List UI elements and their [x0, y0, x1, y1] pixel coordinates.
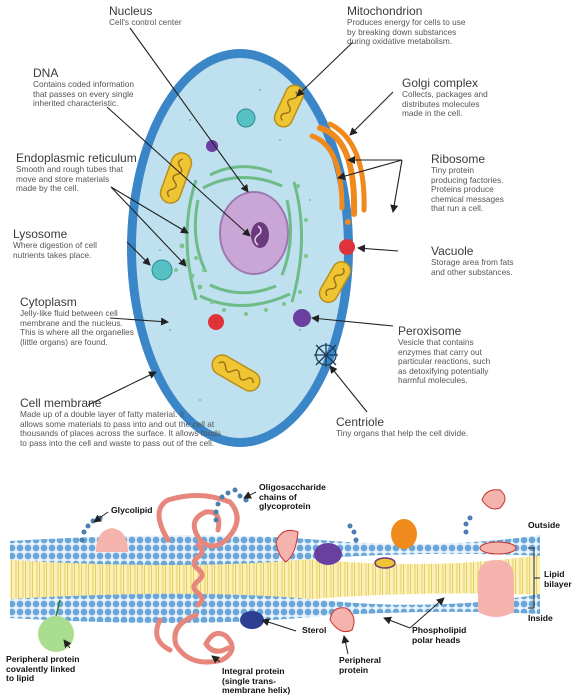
- outside-disc: [480, 542, 516, 554]
- membrane-desc: Made up of a double layer of fatty mater…: [20, 410, 221, 448]
- label-golgi: Golgi complex Collects, packages and dis…: [402, 77, 488, 119]
- label-outside: Outside: [528, 521, 560, 531]
- inside-protein-blue: [240, 611, 264, 629]
- peroxisome: [293, 309, 311, 327]
- label-lysosome: Lysosome Where digestion of cell nutrien…: [13, 228, 97, 260]
- bilayer-lower-heads: [10, 594, 540, 623]
- label-lipid-bilayer: Lipid bilayer: [544, 570, 572, 589]
- label-phospholipid: Phospholipid polar heads: [412, 626, 466, 645]
- mitochondrion-desc: Produces energy for cells to use by brea…: [347, 18, 466, 47]
- vacuole: [339, 239, 355, 255]
- lysosome-small: [237, 109, 255, 127]
- label-cell-membrane: Cell membrane Made up of a double layer …: [20, 397, 221, 448]
- lysosome-desc: Where digestion of cell nutrients takes …: [13, 241, 97, 260]
- label-dna: DNA Contains coded information that pass…: [33, 67, 134, 109]
- label-cytoplasm: Cytoplasm Jelly-like fluid between cell …: [20, 296, 134, 347]
- label-mitochondrion: Mitochondrion Produces energy for cells …: [347, 5, 466, 47]
- surface-protein-orange: [391, 519, 417, 549]
- bilayer-upper-heads: [10, 535, 540, 565]
- label-integral-protein: Integral protein (single trans- membrane…: [222, 667, 290, 696]
- label-er: Endoplasmic reticulum Smooth and rough t…: [16, 152, 137, 194]
- peripheral-protein-inside: [330, 608, 354, 632]
- nucleus-desc: Cell's control center: [109, 18, 182, 28]
- label-peripheral-protein-lipid: Peripheral protein covalently linked to …: [6, 655, 80, 684]
- nucleolus: [251, 222, 269, 248]
- vacuole-desc: Storage area from fats and other substan…: [431, 258, 514, 277]
- label-ribosome: Ribosome Tiny protein producing factorie…: [431, 153, 504, 214]
- label-glycolipid: Glycolipid: [111, 506, 153, 516]
- cytoplasm-desc: Jelly-like fluid between cell membrane a…: [20, 309, 134, 347]
- animal-cell: [127, 49, 364, 447]
- label-sterol: Sterol: [302, 626, 326, 636]
- label-vacuole: Vacuole Storage area from fats and other…: [431, 245, 514, 277]
- lysosome: [152, 260, 172, 280]
- floating-protein: [482, 490, 505, 509]
- ribosome-desc: Tiny protein producing factories. Protei…: [431, 166, 504, 214]
- label-centriole: Centriole Tiny organs that help the cell…: [336, 416, 468, 439]
- surface-protein-purple: [314, 543, 342, 565]
- centriole-desc: Tiny organs that help the cell divide.: [336, 429, 468, 439]
- label-peripheral-protein: Peripheral protein: [339, 656, 381, 675]
- golgi-desc: Collects, packages and distributes molec…: [402, 90, 488, 119]
- label-inside: Inside: [528, 614, 553, 624]
- er-desc: Smooth and rough tubes that move and sto…: [16, 165, 137, 194]
- dna-desc: Contains coded information that passes o…: [33, 80, 134, 109]
- peroxisome-desc: Vesicle that contains enzymes that carry…: [398, 338, 490, 386]
- label-oligosaccharide: Oligosaccharide chains of glycoprotein: [259, 483, 326, 512]
- sterol: [375, 558, 395, 568]
- vacuole-small: [208, 314, 224, 330]
- centriole: [314, 343, 338, 367]
- surface-protein-pink: [96, 528, 128, 552]
- label-peroxisome: Peroxisome Vesicle that contains enzymes…: [398, 325, 490, 386]
- transmembrane-protein-right: [478, 560, 514, 617]
- label-nucleus: Nucleus Cell's control center: [109, 5, 182, 28]
